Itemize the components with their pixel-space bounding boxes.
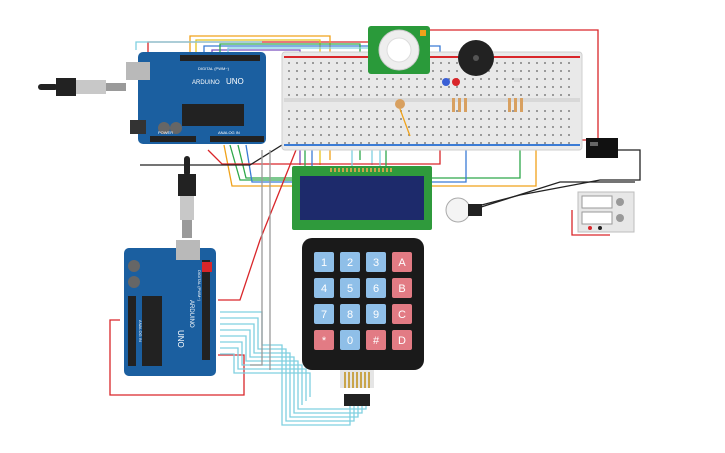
keypad-key-7[interactable]: 7 [314,304,334,324]
top-board-digital-label: DIGITAL (PWM~) [198,66,230,71]
bottom-board-model: UNO [176,330,185,348]
usb-plug-icon [38,78,126,96]
resistors [452,98,523,112]
keypad-key-C[interactable]: C [392,304,412,324]
arduino-uno-top: ARDUINO UNO DIGITAL (PWM~) ANALOG IN POW… [126,52,266,144]
keypad-key-D[interactable]: D [392,330,412,350]
keypad-key-label: 8 [347,309,353,321]
keypad-key-3[interactable]: 3 [366,252,386,272]
keypad-key-6[interactable]: 6 [366,278,386,298]
keypad-key-label: 9 [373,309,379,321]
top-board-model: UNO [226,77,244,86]
keypad-key-label: # [373,335,380,347]
keypad-key-#[interactable]: # [366,330,386,350]
keypad-key-label: 4 [321,283,327,295]
top-board-analog-label: ANALOG IN [218,130,240,135]
keypad-key-1[interactable]: 1 [314,252,334,272]
keypad-key-B[interactable]: B [392,278,412,298]
lightbulb-icon [445,197,482,223]
keypad-key-4[interactable]: 4 [314,278,334,298]
keypad-key-label: 7 [321,309,327,321]
bottom-board-analog-label: ANALOG IN [138,320,143,342]
bottom-board-brand: ARDUINO [188,300,194,328]
led-icon [442,78,520,86]
breadboard-holes [288,62,570,144]
buzzer-icon [458,40,494,76]
keypad-key-label: 0 [347,335,353,347]
keypad-key-label: A [398,257,406,269]
keypad-key-*[interactable]: * [314,330,334,350]
keypad-4x4: 1 2 3 A 4 5 6 B 7 8 9 C * 0 # D [302,238,424,406]
usb-plug-icon [178,156,196,238]
keypad-key-A[interactable]: A [392,252,412,272]
keypad-key-label: B [398,283,405,295]
keypad-key-label: 1 [321,257,327,269]
top-board-power-label: POWER [158,130,173,135]
relay-icon [586,138,618,158]
bottom-board-digital-label: DIGITAL (PWM~) [197,270,202,302]
power-supply-icon [577,191,635,233]
keypad-key-label: 3 [373,257,379,269]
pir-sensor-icon [368,26,430,74]
keypad-key-5[interactable]: 5 [340,278,360,298]
arduino-uno-bottom: ARDUINO UNO DIGITAL (PWM~) ANALOG IN [124,240,216,376]
keypad-key-label: D [398,335,406,347]
keypad-key-label: * [322,335,327,347]
potentiometer-icon [395,99,411,137]
keypad-key-label: 2 [347,257,353,269]
keypad-key-9[interactable]: 9 [366,304,386,324]
keypad-key-label: C [398,309,406,321]
keypad-key-2[interactable]: 2 [340,252,360,272]
top-board-brand: ARDUINO [192,80,220,86]
lcd-16x2 [292,166,432,230]
keypad-key-0[interactable]: 0 [340,330,360,350]
keypad-key-8[interactable]: 8 [340,304,360,324]
keypad-key-label: 5 [347,283,353,295]
breadboard [281,51,583,151]
keypad-key-label: 6 [373,283,379,295]
